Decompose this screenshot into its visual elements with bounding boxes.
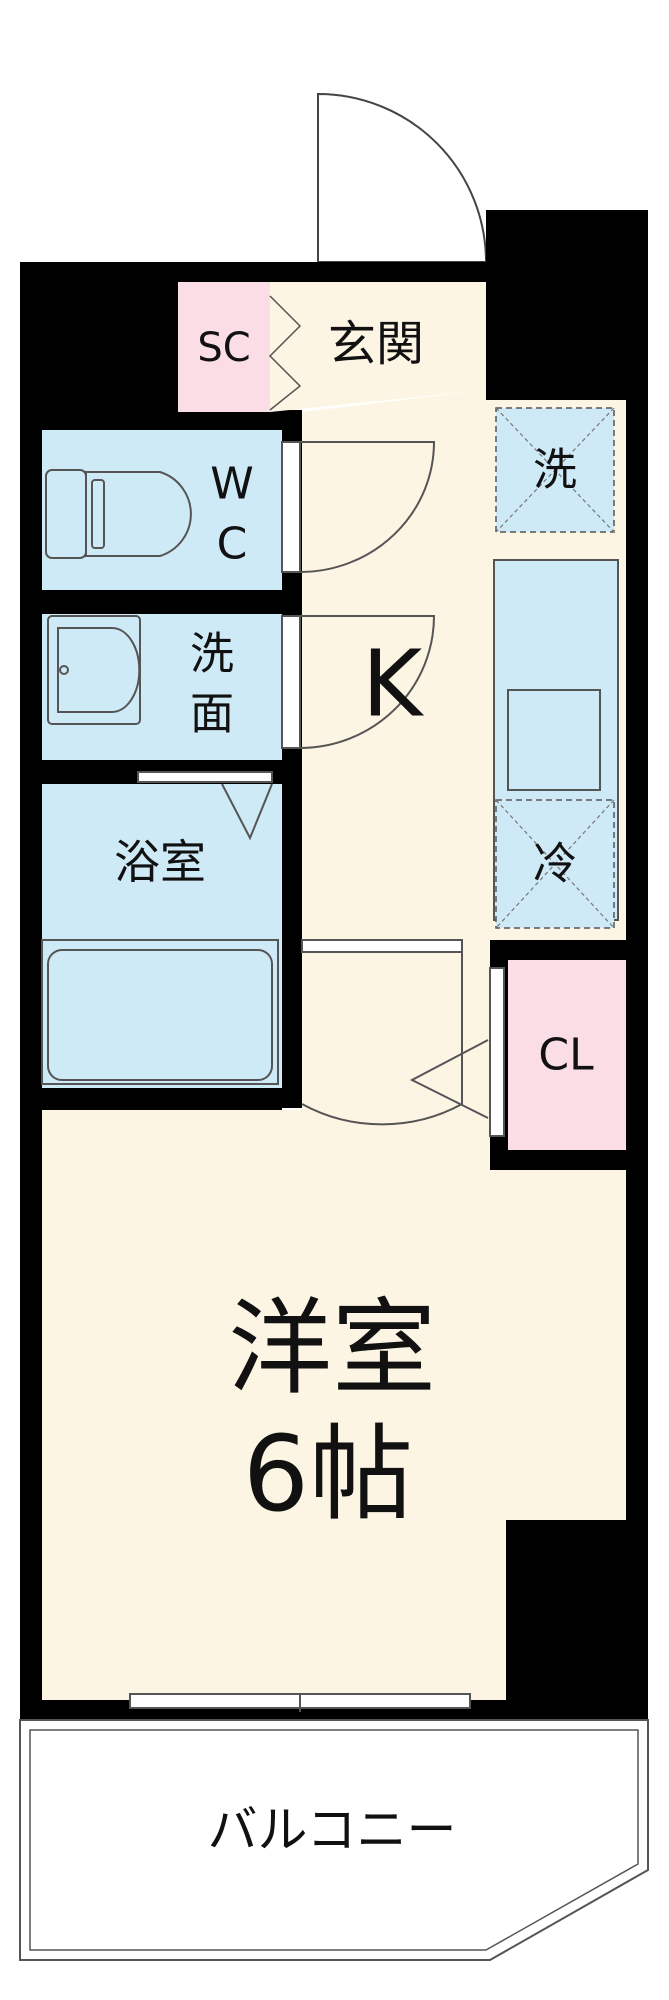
washroom-door (281, 615, 436, 749)
washroom-label-1: 洗 (190, 629, 234, 680)
entrance-door (317, 92, 487, 263)
wc-label-1: W (210, 459, 254, 510)
wash-basin (47, 615, 141, 725)
walls (20, 210, 648, 1720)
toilet (45, 469, 192, 559)
closet-area (508, 960, 626, 1150)
shoe-closet-area (178, 282, 270, 412)
washer-icon (495, 407, 615, 533)
closet-label: CL (538, 1030, 594, 1081)
wc-door (281, 441, 436, 573)
western-room-area (42, 1108, 626, 1700)
fridge-icon (495, 799, 615, 929)
bathroom-door (137, 771, 273, 841)
fridge-label: 冷 (533, 839, 577, 890)
shoe-closet-label: SC (197, 325, 250, 371)
western-room-label: 洋室 (228, 1287, 436, 1409)
stove (507, 689, 601, 791)
entrance-label: 玄関 (328, 316, 424, 372)
western-room-size-label: 6帖 (243, 1413, 413, 1535)
bathtub (47, 949, 273, 1081)
wc-label-2: C (217, 519, 248, 570)
washer-label: 洗 (533, 445, 577, 496)
kitchen-label: K (362, 631, 425, 738)
washroom-label-2: 面 (190, 689, 234, 740)
bathroom-label: 浴室 (114, 835, 206, 889)
entrance-area (270, 282, 486, 412)
balcony-outline (19, 1719, 649, 1961)
balcony-window (129, 1693, 471, 1712)
hall-area (302, 940, 490, 1110)
balcony-label: バルコニー (208, 1801, 457, 1859)
closet-door (409, 967, 505, 1137)
shoe-closet-door (268, 295, 302, 411)
room-door (301, 939, 463, 1126)
